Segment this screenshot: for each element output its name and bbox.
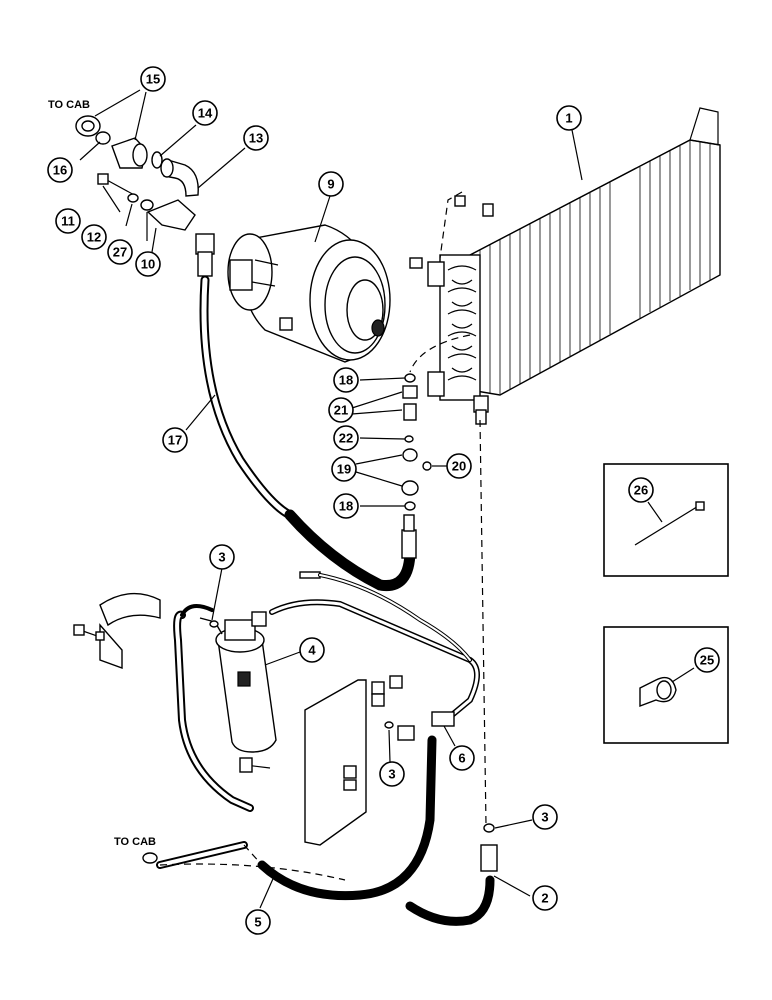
callout-9: 9 xyxy=(318,171,344,197)
receiver-drier xyxy=(199,611,277,753)
svg-text:13: 13 xyxy=(249,131,263,146)
svg-text:5: 5 xyxy=(254,915,261,930)
callout-18-top: 18 xyxy=(333,367,359,393)
callout-16: 16 xyxy=(47,157,73,183)
callout-20: 20 xyxy=(446,453,472,479)
hose-17 xyxy=(199,275,417,592)
svg-text:3: 3 xyxy=(388,767,395,782)
condenser-fins xyxy=(479,141,711,394)
callout-19: 19 xyxy=(331,456,357,482)
callout-1: 1 xyxy=(556,105,582,131)
leader-lines xyxy=(79,89,695,909)
callout-5: 5 xyxy=(245,909,271,935)
callout-10: 10 xyxy=(135,251,161,277)
callout-12: 12 xyxy=(81,224,107,250)
svg-text:21: 21 xyxy=(334,403,348,418)
svg-text:9: 9 xyxy=(327,177,334,192)
svg-text:12: 12 xyxy=(87,230,101,245)
svg-text:3: 3 xyxy=(541,810,548,825)
callout-17: 17 xyxy=(162,427,188,453)
condenser-tubes xyxy=(447,265,477,381)
inset-box-26 xyxy=(603,463,729,577)
svg-text:25: 25 xyxy=(700,653,714,668)
callout-27: 27 xyxy=(107,239,133,265)
hose-drier-down xyxy=(173,604,254,812)
callout-3-drier: 3 xyxy=(209,544,235,570)
svg-text:2: 2 xyxy=(541,891,548,906)
hose-5 xyxy=(142,721,437,901)
callout-18-bottom: 18 xyxy=(333,493,359,519)
callout-13: 13 xyxy=(243,125,269,151)
brackets xyxy=(73,592,403,846)
svg-text:11: 11 xyxy=(61,214,75,229)
svg-text:3: 3 xyxy=(218,550,225,565)
to-cab-label-top: TO CAB xyxy=(48,99,90,111)
svg-text:22: 22 xyxy=(339,431,353,446)
svg-text:16: 16 xyxy=(53,163,67,178)
callouts: 1 2 3 3 3 4 5 6 9 10 11 12 13 14 15 16 1… xyxy=(47,66,720,935)
callout-3-middle: 3 xyxy=(379,761,405,787)
svg-text:15: 15 xyxy=(146,72,160,87)
svg-text:1: 1 xyxy=(565,111,572,126)
hose-2 xyxy=(405,419,498,926)
callout-2: 2 xyxy=(532,885,558,911)
to-cab-label-bottom: TO CAB xyxy=(114,836,156,848)
svg-text:20: 20 xyxy=(452,459,466,474)
line-6 xyxy=(269,571,480,727)
svg-text:6: 6 xyxy=(458,751,465,766)
svg-text:10: 10 xyxy=(141,257,155,272)
callout-3-right: 3 xyxy=(532,804,558,830)
svg-text:17: 17 xyxy=(168,433,182,448)
callout-4: 4 xyxy=(299,637,325,663)
svg-text:14: 14 xyxy=(198,106,213,121)
svg-text:27: 27 xyxy=(113,245,127,260)
fittings-stack xyxy=(401,334,471,511)
callout-26: 26 xyxy=(628,477,654,503)
svg-text:18: 18 xyxy=(339,373,353,388)
callout-6: 6 xyxy=(449,745,475,771)
compressor xyxy=(227,224,391,363)
callout-11: 11 xyxy=(55,208,81,234)
callout-22: 22 xyxy=(333,425,359,451)
svg-text:19: 19 xyxy=(337,462,351,477)
inset-box-25 xyxy=(603,626,729,744)
callout-15: 15 xyxy=(140,66,166,92)
svg-text:4: 4 xyxy=(308,643,316,658)
condenser xyxy=(409,107,721,425)
svg-text:26: 26 xyxy=(634,483,648,498)
fittings-top-left xyxy=(75,115,215,277)
callout-14: 14 xyxy=(192,100,218,126)
svg-text:18: 18 xyxy=(339,499,353,514)
callout-21: 21 xyxy=(328,397,354,423)
callout-25: 25 xyxy=(694,647,720,673)
